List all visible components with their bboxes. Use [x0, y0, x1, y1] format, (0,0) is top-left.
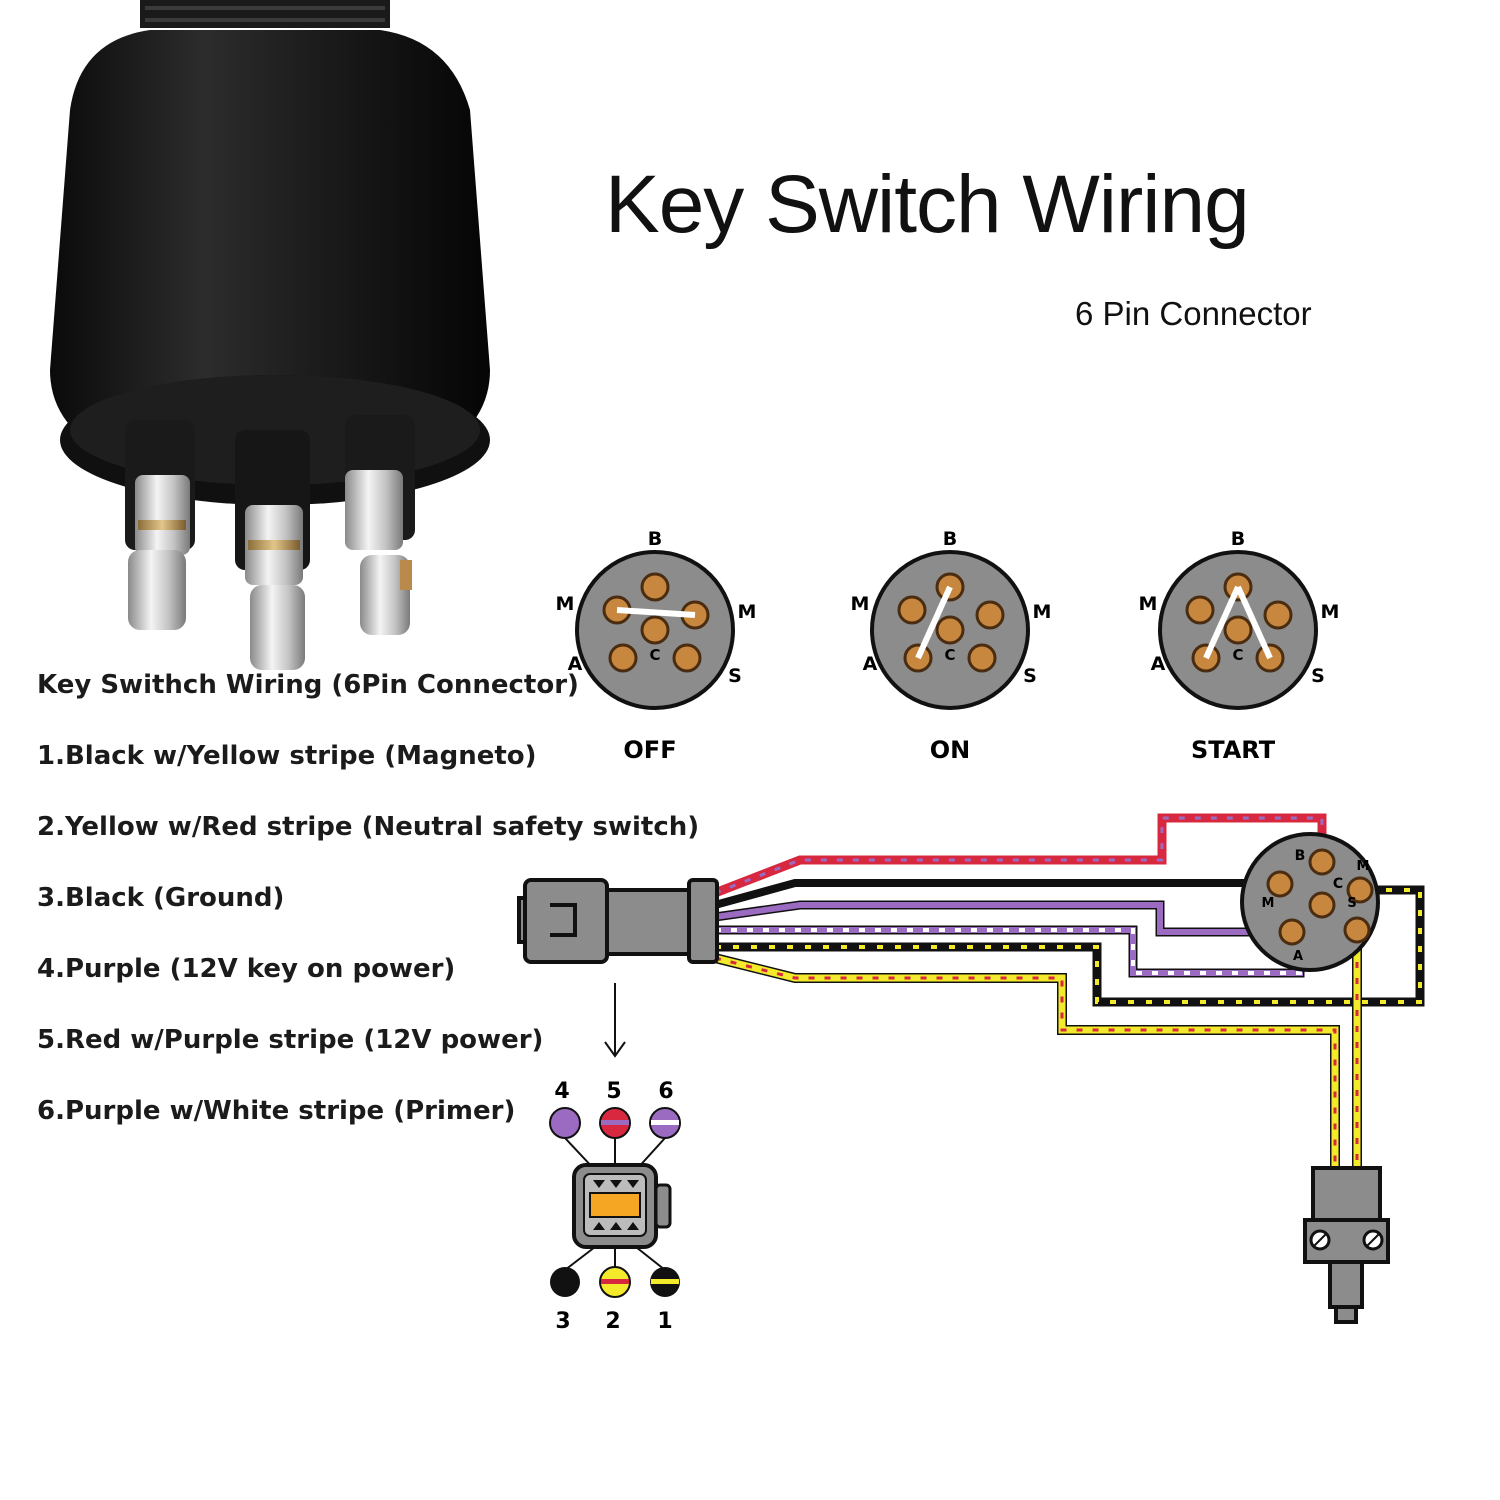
label-a: A: [568, 653, 583, 675]
pin-m-left: [1266, 870, 1294, 898]
wire-legend: Key Swithch Wiring (6Pin Connector) 1.Bl…: [37, 665, 699, 1162]
switch-position-on: B M M A S C ON: [851, 528, 1052, 764]
contact-bridge: [915, 585, 953, 660]
legend-item: 4.Purple (12V key on power): [37, 954, 456, 984]
switch-position-off: B M M A S C OFF: [556, 528, 757, 764]
position-label-on: ON: [930, 736, 971, 764]
wire-black: [713, 879, 1280, 909]
label-m-right: M: [738, 601, 757, 623]
pin-a: [1278, 918, 1306, 946]
arrow-down-icon: [604, 983, 626, 1058]
pin-3-dot: [550, 1267, 580, 1297]
contact-bridge: [1203, 585, 1241, 660]
wire-black-yellow: [715, 885, 1425, 1007]
harness-plug: [517, 878, 719, 964]
pin-number: 1: [657, 1309, 672, 1334]
switch-positions-diagram: B M M A S C OFF B M M A S C ON: [556, 528, 1340, 764]
label-c: C: [1232, 646, 1243, 664]
pin-a: [608, 643, 638, 673]
pin-m-left: [1185, 595, 1215, 625]
label-c: C: [944, 646, 955, 664]
pin-5-stripe: [601, 1120, 629, 1125]
label-m-left: M: [851, 593, 870, 615]
legend-item: 5.Red w/Purple stripe (12V power): [37, 1025, 544, 1055]
thread-lines: [145, 6, 385, 22]
pin-b: [1308, 848, 1336, 876]
contact-bridge: [616, 607, 696, 618]
page-title: Key Switch Wiring: [605, 159, 1250, 250]
pin-c: [935, 615, 965, 645]
label-m-right: M: [1033, 601, 1052, 623]
pin-m-right: [1346, 876, 1374, 904]
pin-number: 6: [658, 1079, 673, 1104]
label-s: S: [1347, 896, 1356, 911]
label-b: B: [1231, 528, 1245, 550]
pin-m-right: [1263, 600, 1293, 630]
legend-heading: Key Swithch Wiring (6Pin Connector): [37, 670, 579, 700]
switch-position-start: B M M A S C START: [1139, 528, 1340, 764]
pin-4-dot: [549, 1107, 581, 1139]
label-b: B: [943, 528, 957, 550]
pin-number: 3: [555, 1309, 570, 1334]
position-label-start: START: [1191, 736, 1276, 764]
label-c: C: [1333, 876, 1343, 892]
label-a: A: [863, 653, 878, 675]
pin-b: [640, 572, 670, 602]
label-s: S: [728, 665, 742, 687]
pin-left: [128, 475, 190, 630]
label-m-left: M: [556, 593, 575, 615]
legend-item: 2.Yellow w/Red stripe (Neutral safety sw…: [37, 812, 700, 842]
harness-switch-face: B C M M A S: [1240, 832, 1380, 972]
legend-item: 3.Black (Ground): [37, 883, 285, 913]
pin-s: [967, 643, 997, 673]
wire-red-purple: [713, 813, 1327, 898]
legend-item: 6.Purple w/White stripe (Primer): [37, 1096, 516, 1126]
pin-m-left: [897, 595, 927, 625]
label-m-right: M: [1321, 601, 1340, 623]
pin-s: [1343, 916, 1371, 944]
pin-6-stripe: [651, 1120, 679, 1125]
switch-body: [50, 30, 490, 460]
pin-c: [640, 615, 670, 645]
label-a: A: [1293, 949, 1303, 964]
label-s: S: [1023, 665, 1037, 687]
label-b: B: [648, 528, 662, 550]
label-m-left: M: [1139, 593, 1158, 615]
pin-number: 4: [554, 1079, 569, 1104]
label-a: A: [1151, 653, 1166, 675]
plug-pinout: 4 5 6 3 2 1: [549, 1079, 681, 1334]
pin-number: 2: [605, 1309, 620, 1334]
label-m-left: M: [1262, 896, 1275, 911]
legend-item: 1.Black w/Yellow stripe (Magneto): [37, 741, 537, 771]
pin-c: [1223, 615, 1253, 645]
wire-purple: [714, 900, 1286, 937]
pin-center: [245, 505, 305, 670]
pin-c: [1308, 891, 1336, 919]
label-c: C: [649, 646, 660, 664]
pin-s: [672, 643, 702, 673]
label-s: S: [1311, 665, 1325, 687]
pin-number: 5: [606, 1079, 621, 1104]
position-label-off: OFF: [623, 736, 676, 764]
pin-2-stripe: [601, 1279, 629, 1284]
neutral-safety-switch: [1303, 1166, 1390, 1324]
wire-yellow-red: [713, 930, 1362, 1170]
label-m-right: M: [1357, 859, 1370, 874]
pin-1-stripe: [651, 1279, 679, 1284]
label-b: B: [1295, 848, 1306, 864]
pin-m-right: [975, 600, 1005, 630]
page-subtitle: 6 Pin Connector: [1075, 295, 1312, 332]
pin-right: [345, 470, 412, 635]
contact-bridge: [1235, 585, 1273, 660]
key-switch-photo: [50, 0, 490, 670]
thread-top: [140, 0, 390, 28]
